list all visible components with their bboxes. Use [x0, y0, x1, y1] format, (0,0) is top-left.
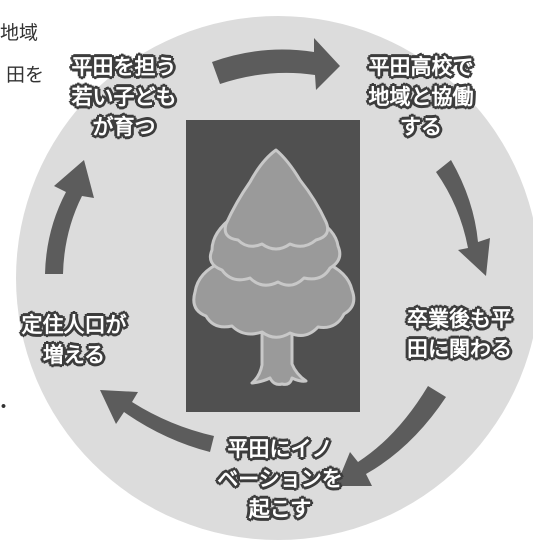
curved-arrow-icon — [45, 160, 94, 274]
node-label-collaboration: 平田高校で 地域と協働 する — [368, 55, 474, 139]
edge-text-fragment: 地域 — [0, 22, 39, 44]
curved-arrow-icon — [212, 38, 340, 90]
curved-arrow-icon — [436, 160, 490, 276]
node-label-innovation: 平田にイノ ベーションを 起こす — [217, 437, 343, 521]
cycle-arrows — [45, 38, 490, 486]
edge-bullet: ・ — [0, 392, 13, 422]
node-label-population: 定住人口が 増える — [21, 313, 127, 367]
node-label-graduates: 卒業後も平 田に関わる — [407, 307, 512, 361]
edge-text-fragment: 田を — [6, 64, 45, 86]
curved-arrow-icon — [336, 386, 446, 486]
node-label-youth: 平田を担う 若い子ども が育つ — [71, 55, 177, 139]
curved-arrow-icon — [100, 390, 214, 452]
tree-icon — [192, 148, 356, 386]
